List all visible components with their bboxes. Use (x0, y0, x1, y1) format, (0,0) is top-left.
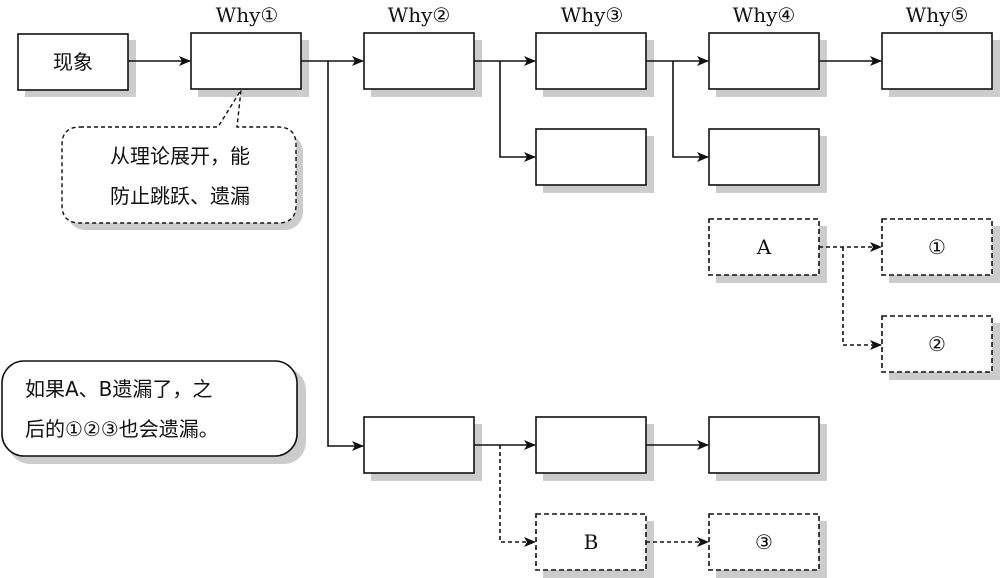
column-header-why4: Why④ (733, 3, 796, 27)
column-header-why1: Why① (216, 3, 279, 27)
arrow-a-to-2 (842, 247, 882, 350)
why4-lower-box (708, 416, 820, 474)
box-2-label: ② (928, 332, 946, 356)
missing-box-1 (881, 218, 993, 276)
box-a-label: A (756, 235, 772, 259)
arrow-why1-to-why2-lower (327, 61, 364, 451)
callout-top: 从理论展开，能 防止跳跃、遗漏 (61, 89, 297, 224)
why1-box (190, 32, 302, 90)
callout-bottom: 如果A、B遗漏了，之 后的①②③也会遗漏。 (1, 360, 298, 457)
callout-bottom-line2: 后的①②③也会遗漏。 (25, 417, 219, 441)
missing-box-a (708, 218, 820, 276)
column-header-why2: Why② (388, 3, 451, 27)
arrow-why3-to-why4-branch (672, 61, 709, 162)
callout-bottom-line1: 如果A、B遗漏了，之 (25, 377, 212, 401)
arrow-why2-lower-to-b (499, 445, 536, 547)
box-b-label: B (584, 530, 599, 554)
arrow-why2-to-why3-branch (499, 61, 536, 162)
why3-lower-box (535, 416, 647, 474)
callout-top-line1: 从理论展开，能 (110, 144, 250, 168)
why3-box (535, 32, 647, 90)
why2-lower-box (363, 416, 475, 474)
box-1-label: ① (928, 235, 946, 259)
phenomenon-box (17, 33, 129, 91)
why5-box (881, 32, 993, 90)
column-header-why5: Why⑤ (906, 3, 969, 27)
callout-top-line2: 防止跳跃、遗漏 (110, 184, 250, 208)
missing-box-3 (708, 513, 820, 571)
missing-box-2 (881, 315, 993, 373)
why4-branch-box (708, 128, 820, 186)
why2-box (363, 32, 475, 90)
phenomenon-label: 现象 (53, 50, 93, 74)
box-3-label: ③ (755, 530, 773, 554)
column-header-why3: Why③ (561, 3, 624, 27)
why4-box (708, 32, 820, 90)
why3-branch-box (535, 128, 647, 186)
box-shadows (8, 40, 1000, 578)
